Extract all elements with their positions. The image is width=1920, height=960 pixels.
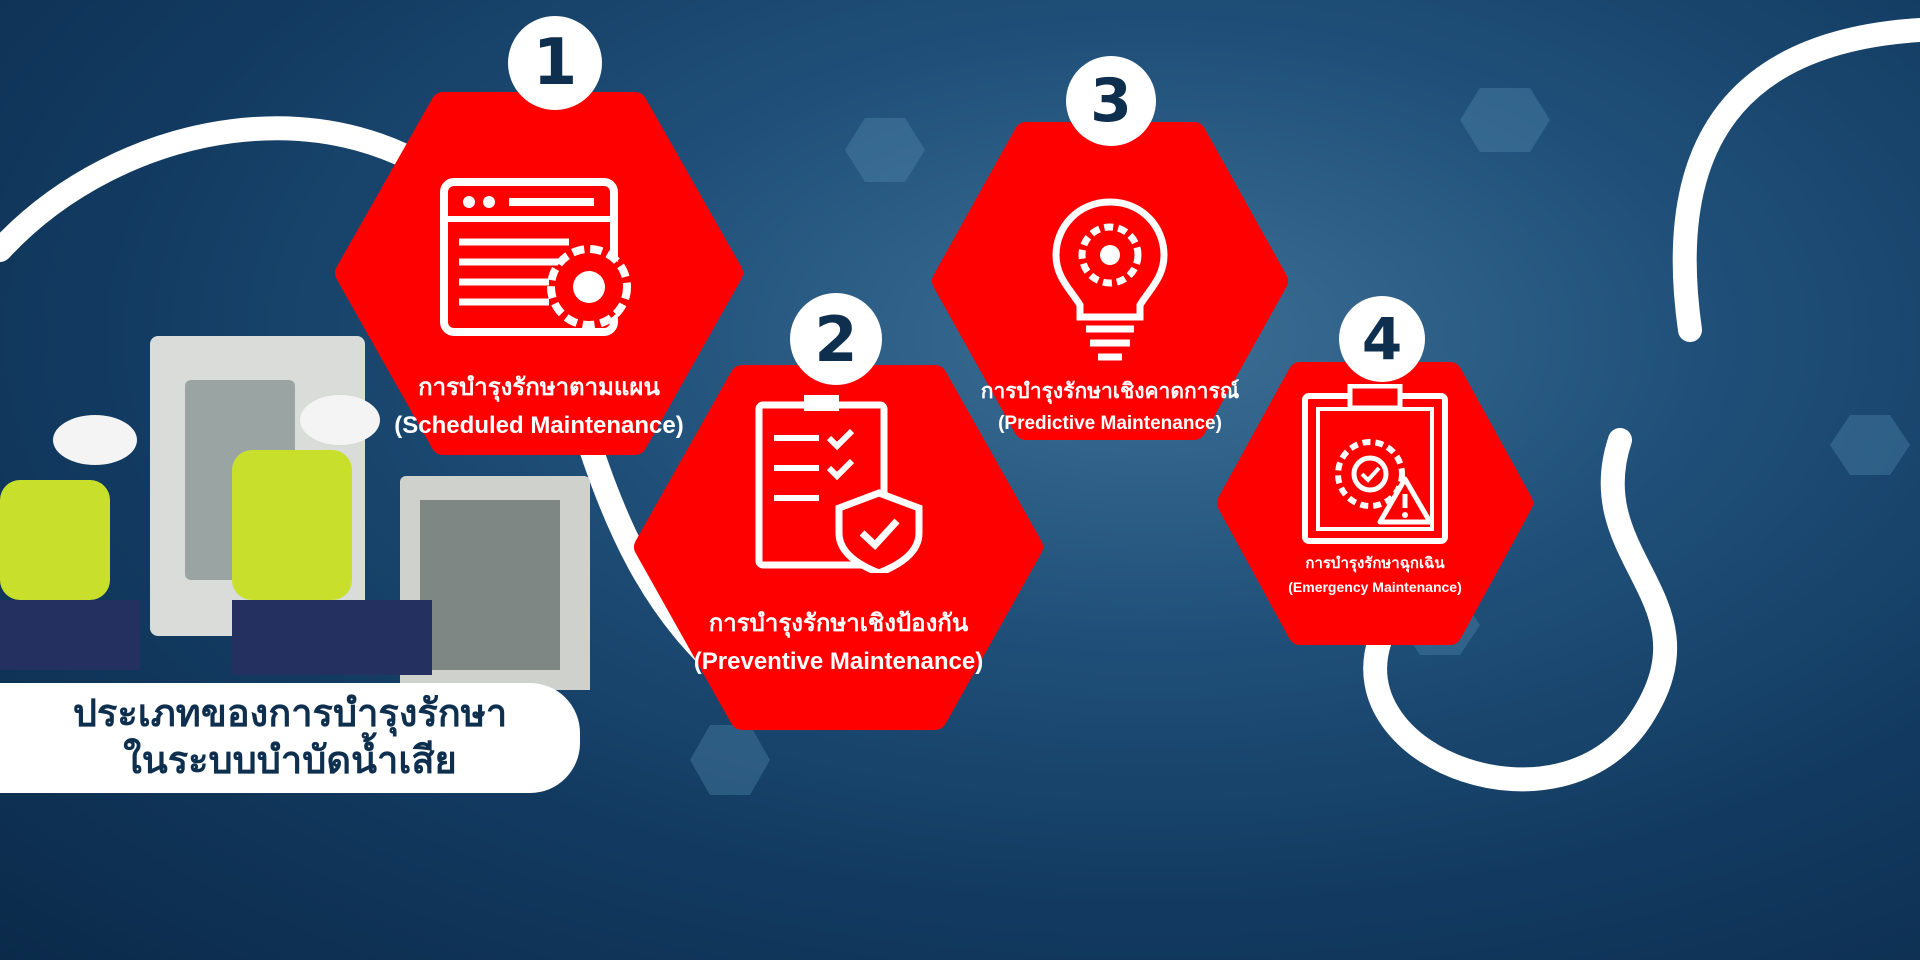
step-number-2: 2 bbox=[790, 293, 882, 385]
item-thai-title: การบำรุงรักษาเชิงป้องกัน bbox=[708, 610, 969, 637]
maintenance-card-predictive: การบำรุงรักษาเชิงคาดการณ์ (Predictive Ma… bbox=[930, 122, 1290, 440]
maintenance-card-scheduled: การบำรุงรักษาตามแผน (Scheduled Maintenan… bbox=[333, 92, 745, 455]
item-english-title: (Predictive Maintenance) bbox=[998, 412, 1222, 434]
item-english-title: (Scheduled Maintenance) bbox=[394, 412, 684, 440]
item-thai-title: การบำรุงรักษาตามแผน bbox=[418, 374, 660, 401]
step-number-3: 3 bbox=[1066, 56, 1156, 146]
technicians-photo bbox=[0, 330, 600, 696]
item-thai-title: การบำรุงรักษาฉุกเฉิน bbox=[1305, 555, 1445, 572]
lightbulb-gear-icon bbox=[1052, 198, 1168, 361]
schedule-window-gear-icon bbox=[440, 178, 631, 336]
title-line-1: ประเภทของการบำรุงรักษา bbox=[72, 692, 508, 735]
item-thai-title: การบำรุงรักษาเชิงคาดการณ์ bbox=[980, 380, 1240, 403]
checklist-shield-icon bbox=[755, 395, 922, 573]
clipboard-gear-warning-icon bbox=[1302, 384, 1448, 544]
item-english-title: (Emergency Maintenance) bbox=[1288, 579, 1462, 595]
step-number-4: 4 bbox=[1339, 296, 1425, 382]
maintenance-card-emergency: การบำรุงรักษาฉุกเฉิน (Emergency Maintena… bbox=[1215, 362, 1535, 645]
maintenance-card-preventive: การบำรุงรักษาเชิงป้องกัน (Preventive Mai… bbox=[632, 365, 1045, 730]
title-line-2: ในระบบบำบัดน้ำเสีย bbox=[123, 740, 457, 782]
item-english-title: (Preventive Maintenance) bbox=[693, 648, 984, 676]
step-number-1: 1 bbox=[508, 16, 602, 110]
page-title: ประเภทของการบำรุงรักษา ในระบบบำบัดน้ำเสี… bbox=[0, 683, 580, 793]
